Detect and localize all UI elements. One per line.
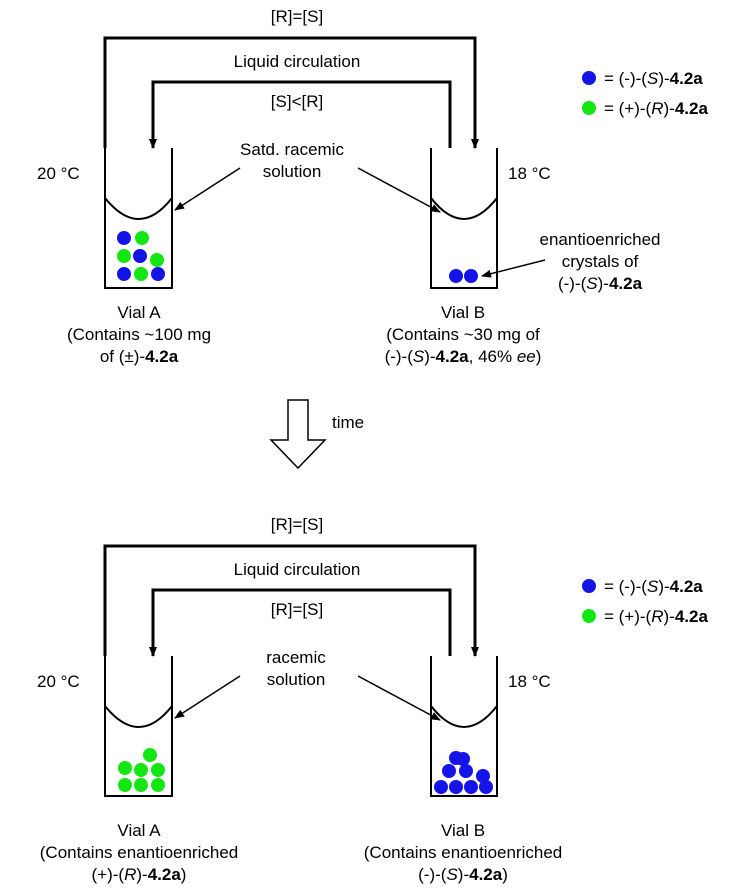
crystal-r-enantiomer [118,761,132,775]
crystal-s-enantiomer [133,249,147,263]
crystal-r-enantiomer [134,778,148,792]
legend-bottom: = (-)-(S)-4.2a = (+)-(R)-4.2a [582,577,708,626]
legend-r-dot [582,609,596,623]
bottom-vial-a-desc-line2: (Contains enantioenriched [40,843,238,862]
top-outer-label: [R]=[S] [271,7,323,26]
top-vial-a-desc-line2: (Contains ~100 mg [67,325,211,344]
top-vial-a [104,148,173,289]
crystal-s-enantiomer [459,764,473,778]
bottom-outer-label: [R]=[S] [271,515,323,534]
crystal-s-enantiomer [464,269,478,283]
time-transition: time [269,399,364,470]
legend-r-label: = (+)-(R)-4.2a [604,99,708,118]
crystal-s-enantiomer [479,780,493,794]
top-vial-b-desc-line3: (-)-(S)-4.2a, 46% ee) [385,347,542,366]
down-arrow-icon [269,399,327,470]
bottom-circulation-label: Liquid circulation [234,560,361,579]
crystal-s-enantiomer [449,780,463,794]
bottom-inner-label: [R]=[S] [271,600,323,619]
crystal-r-enantiomer [118,778,132,792]
bottom-vial-b-desc-line2: (Contains enantioenriched [364,843,562,862]
crystal-s-enantiomer [449,269,463,283]
crystal-r-enantiomer [135,231,149,245]
crystal-s-enantiomer [476,769,490,783]
crystal-group [434,751,493,794]
crystal-r-enantiomer [117,249,131,263]
crystal-r-enantiomer [134,267,148,281]
top-vial-a-title: Vial A [117,303,161,322]
bottom-solution-label-line2: solution [267,670,326,689]
legend-s-dot [582,579,596,593]
vial-outline [430,656,498,797]
crystals-callout-line3: (-)-(S)-4.2a [558,274,643,293]
crystal-r-enantiomer [134,763,148,777]
crystal-s-enantiomer [151,267,165,281]
bottom-vial-a-desc-line3: (+)-(R)-4.2a) [92,865,187,884]
bottom-solution-label-line1: racemic [266,648,326,667]
crystal-r-enantiomer [151,763,165,777]
crystal-r-enantiomer [143,748,157,762]
liquid-meniscus [104,705,173,728]
top-solution-arrow-b [357,167,441,213]
liquid-meniscus [104,197,173,220]
crystal-s-enantiomer [117,231,131,245]
crystals-callout-arrow [481,259,546,278]
top-vial-b-title: Vial B [441,303,485,322]
bottom-vial-b-desc-line3: (-)-(S)-4.2a) [418,865,508,884]
top-inner-circulation-arrow [149,80,452,149]
crystal-r-enantiomer [150,253,164,267]
top-inner-label: [S]<[R] [271,92,323,111]
top-vial-b-temp: 18 °C [508,164,551,183]
legend-r-label: = (+)-(R)-4.2a [604,607,708,626]
bottom-vial-a-title: Vial A [117,821,161,840]
bottom-solution-arrow-a [174,675,241,719]
vial-outline [430,148,498,289]
vial-outline [104,656,173,797]
legend-s-label: = (-)-(S)-4.2a [604,577,703,596]
crystals-callout-line2: crystals of [562,252,639,271]
bottom-inner-circulation-arrow [149,588,452,657]
vial-outline [104,148,173,289]
crystal-group [449,269,478,283]
bottom-vial-b [430,656,498,797]
crystal-s-enantiomer [464,780,478,794]
legend-top: = (-)-(S)-4.2a = (+)-(R)-4.2a [582,69,708,118]
crystal-s-enantiomer [117,267,131,281]
crystals-callout-line1: enantioenriched [540,230,661,249]
top-outer-circulation-arrow [103,36,479,149]
top-vial-b [430,148,498,289]
crystal-group [118,748,165,792]
liquid-meniscus [430,705,498,728]
time-label: time [332,413,364,432]
crystal-s-enantiomer [434,780,448,794]
top-solution-arrow-a [174,167,241,211]
top-vial-a-temp: 20 °C [37,164,80,183]
top-panel: [R]=[S] Liquid circulation [S]<[R] 20 °C… [37,7,660,366]
bottom-panel: [R]=[S] Liquid circulation [R]=[S] 20 °C… [37,515,562,884]
bottom-vial-a [104,656,173,797]
bottom-vial-b-temp: 18 °C [508,672,551,691]
bottom-vial-a-temp: 20 °C [37,672,80,691]
top-solution-label-line2: solution [263,162,322,181]
crystal-s-enantiomer [456,752,470,766]
top-circulation-label: Liquid circulation [234,52,361,71]
bottom-solution-arrow-b [357,675,441,721]
crystal-s-enantiomer [442,764,456,778]
liquid-meniscus [430,197,498,220]
top-vial-b-desc-line2: (Contains ~30 mg of [386,325,540,344]
crystal-group [117,231,165,281]
bottom-vial-b-title: Vial B [441,821,485,840]
bottom-outer-circulation-arrow [103,544,479,657]
crystal-r-enantiomer [151,778,165,792]
top-vial-a-desc-line3: of (±)-4.2a [100,347,179,366]
legend-s-label: = (-)-(S)-4.2a [604,69,703,88]
legend-r-dot [582,101,596,115]
legend-s-dot [582,71,596,85]
top-solution-label-line1: Satd. racemic [240,140,344,159]
